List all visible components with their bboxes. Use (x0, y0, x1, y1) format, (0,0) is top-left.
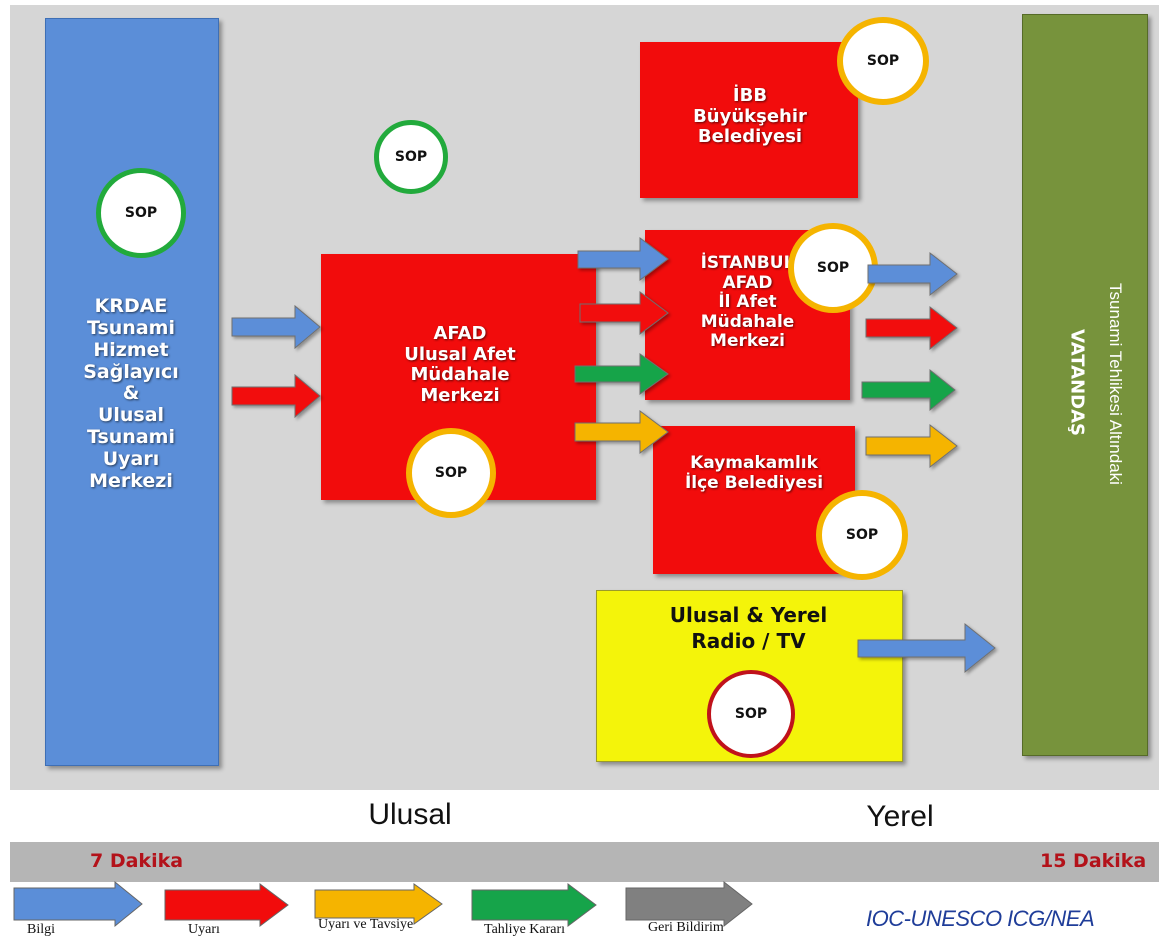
kaymakamlik-label: Kaymakamlık İlçe Belediyesi (684, 453, 824, 493)
scope-band (22, 790, 1159, 840)
legend-arrow-tavsiye (314, 883, 443, 925)
sop-label: SOP (434, 465, 468, 481)
arrow-krdae-afad-uyari (231, 373, 321, 419)
sop-krdae: SOP (96, 168, 186, 258)
arrow-krdae-afad-bilgi (231, 304, 321, 350)
arrow-afad-kaymakamlik-tavsiye (574, 410, 669, 454)
sop-afad: SOP (406, 428, 496, 518)
legend-arrow-uyari (164, 883, 289, 927)
legend-label-uyari: Uyarı (188, 922, 220, 937)
arrow-afad-istanbul-tahliye (574, 353, 669, 395)
arrow-to-citizen-tahliye (861, 368, 956, 412)
sop-label: SOP (124, 205, 158, 221)
sop-ibb: SOP (837, 17, 929, 105)
legend-arrow-geri-bildirim (625, 880, 753, 928)
legend-label-geri-bildirim: Geri Bildirim (648, 920, 724, 935)
sop-radio-tv: SOP (707, 670, 795, 758)
radio-tv-label: Ulusal & Yerel Radio / TV (669, 603, 828, 653)
band-label-yerel: Yerel (866, 800, 934, 833)
arrow-afad-istanbul-bilgi (577, 237, 669, 281)
vatandas-box (1022, 14, 1148, 756)
credit-text: IOC-UNESCO ICG/NEA (866, 906, 1095, 931)
legend-arrow-bilgi (13, 880, 143, 928)
arrow-to-citizen-bilgi (867, 251, 958, 297)
arrow-to-citizen-uyari (865, 305, 958, 351)
krdae-box (45, 18, 219, 766)
sop-national: SOP (374, 120, 448, 194)
sop-label: SOP (394, 149, 428, 165)
band-label-ulusal: Ulusal (368, 798, 452, 831)
legend-arrow-tahliye (471, 883, 597, 927)
krdae-label: KRDAE Tsunami Hizmet Sağlayıcı & Ulusal … (83, 295, 179, 492)
arrow-afad-istanbul-uyari (579, 291, 669, 335)
istanbul-afad-label: İSTANBUL AFAD İl Afet Müdahale Merkezi (700, 253, 795, 352)
legend-label-bilgi: Bilgi (27, 922, 56, 937)
ibb-label: İBB Büyükşehir Belediyesi (693, 85, 807, 148)
sop-kaymakamlik: SOP (816, 490, 908, 580)
timeline-start: 7 Dakika (90, 850, 184, 872)
sop-label: SOP (734, 706, 768, 722)
legend-label-tahliye: Tahliye Kararı (484, 922, 566, 937)
afad-label: AFAD Ulusal Afet Müdahale Merkezi (404, 323, 516, 407)
sop-label: SOP (866, 53, 900, 69)
sop-label: SOP (845, 527, 879, 543)
sop-label: SOP (816, 260, 850, 276)
timeline-end: 15 Dakika (1040, 850, 1147, 872)
ibb-box (640, 42, 858, 198)
arrow-radio-citizen-bilgi (857, 622, 996, 674)
arrow-to-citizen-tavsiye (865, 423, 958, 469)
legend-label-tavsiye: Uyarı ve Tavsiye (318, 917, 414, 932)
timeline-bar (10, 842, 1159, 882)
